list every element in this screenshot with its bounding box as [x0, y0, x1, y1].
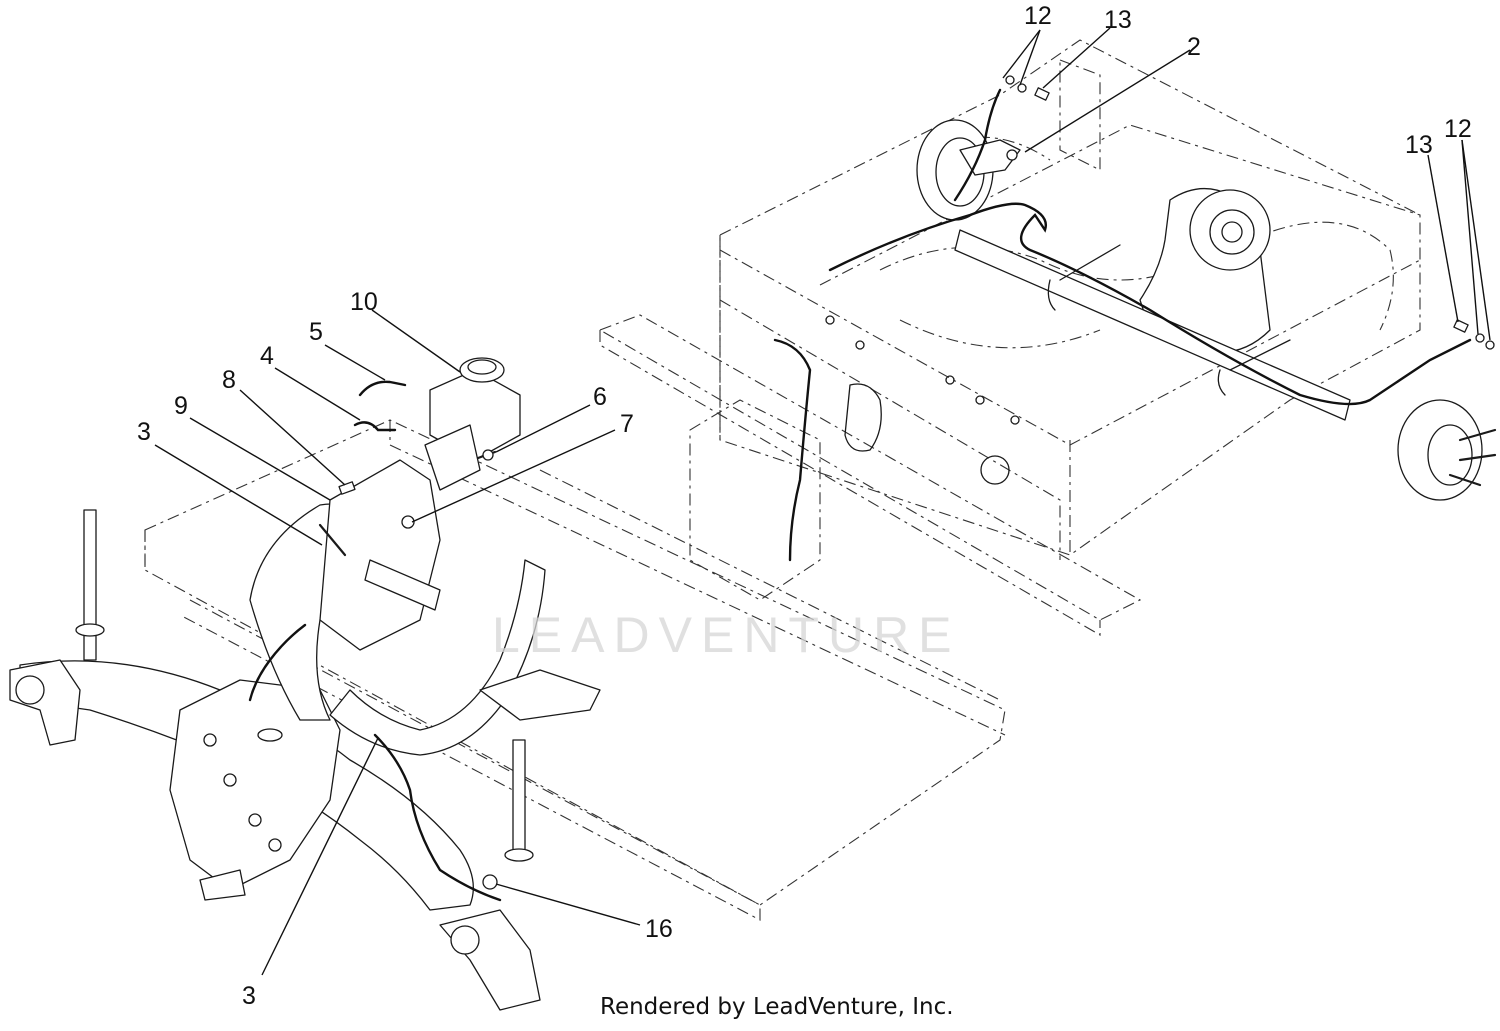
callout-13-right: 13 — [1405, 131, 1433, 159]
watermark-text: LEADVENTURE — [492, 607, 961, 663]
credit-text: Rendered by LeadVenture, Inc. — [600, 994, 954, 1020]
callout-7: 7 — [620, 410, 634, 438]
leader-lines — [154, 27, 1491, 976]
callout-3-upper: 3 — [137, 418, 151, 446]
callout-12-upper: 12 — [1024, 2, 1052, 30]
callout-13-upper: 13 — [1104, 6, 1132, 34]
callout-10: 10 — [350, 288, 378, 316]
callout-2: 2 — [1187, 33, 1201, 61]
callout-12-right: 12 — [1444, 115, 1472, 143]
callout-3-lower: 3 — [242, 982, 256, 1010]
callout-4: 4 — [260, 342, 274, 370]
callout-9: 9 — [174, 392, 188, 420]
callout-6: 6 — [593, 383, 607, 411]
front-frame-assembly — [9, 357, 1006, 1011]
callout-labels: 12 13 2 13 12 10 5 4 8 9 6 7 3 16 3 — [137, 2, 1472, 1010]
callout-5: 5 — [309, 318, 323, 346]
rear-frame-assembly — [598, 39, 1497, 636]
callout-8: 8 — [222, 366, 236, 394]
callout-16: 16 — [645, 915, 673, 943]
